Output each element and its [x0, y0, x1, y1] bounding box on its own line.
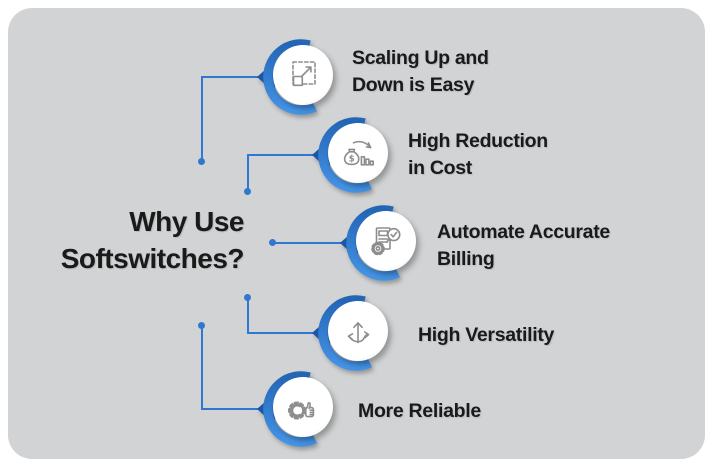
connector-4-dot — [244, 294, 251, 301]
connector-1-horizontal — [201, 76, 259, 78]
dollar-glyph: $ — [349, 155, 355, 165]
node-arc — [312, 117, 372, 193]
connector-1-vertical — [201, 76, 203, 162]
node-circle-reliable — [257, 371, 333, 447]
connector-5-horizontal — [201, 408, 259, 410]
connector-5-vertical — [201, 325, 203, 410]
main-title: Why Use Softswitches? — [60, 206, 245, 274]
node-circle-scaling — [257, 39, 333, 115]
node-white-circle — [356, 211, 416, 271]
node-white-circle — [328, 123, 388, 183]
connector-1-dot — [198, 158, 205, 165]
node-arc — [257, 371, 317, 447]
connector-4-vertical — [247, 297, 249, 334]
versatility-arrows-icon — [347, 322, 370, 344]
reliability-icon — [288, 401, 315, 420]
node-circle-cost: $ — [312, 117, 388, 193]
cost-reduction-icon: $ — [343, 140, 374, 166]
label-reliable: More Reliable — [358, 400, 481, 422]
automated-billing-icon — [371, 227, 401, 256]
scale-resize-icon — [292, 61, 316, 87]
connector-3-dot — [269, 239, 276, 246]
node-arc — [340, 205, 400, 281]
node-cost: $ — [310, 109, 402, 201]
node-circle-billing — [340, 205, 416, 281]
node-reliable — [255, 363, 347, 455]
label-scaling: Scaling Up and Down is Easy — [352, 47, 489, 96]
connector-2-vertical — [247, 154, 249, 192]
node-scaling — [255, 31, 347, 123]
connector-2-dot — [244, 188, 251, 195]
node-billing — [338, 197, 430, 289]
label-billing: Automate Accurate Billing — [437, 221, 610, 270]
node-versatility — [310, 287, 402, 379]
connector-2-horizontal — [247, 154, 313, 156]
node-arc — [257, 39, 317, 115]
node-white-circle — [273, 377, 333, 437]
connector-5-dot — [198, 322, 205, 329]
node-arc — [312, 295, 372, 371]
node-circle-versatility — [312, 295, 388, 371]
label-cost: High Reduction in Cost — [408, 130, 548, 179]
connector-3-horizontal — [272, 242, 342, 244]
label-versatility: High Versatility — [418, 324, 555, 346]
connector-4-horizontal — [247, 332, 313, 334]
